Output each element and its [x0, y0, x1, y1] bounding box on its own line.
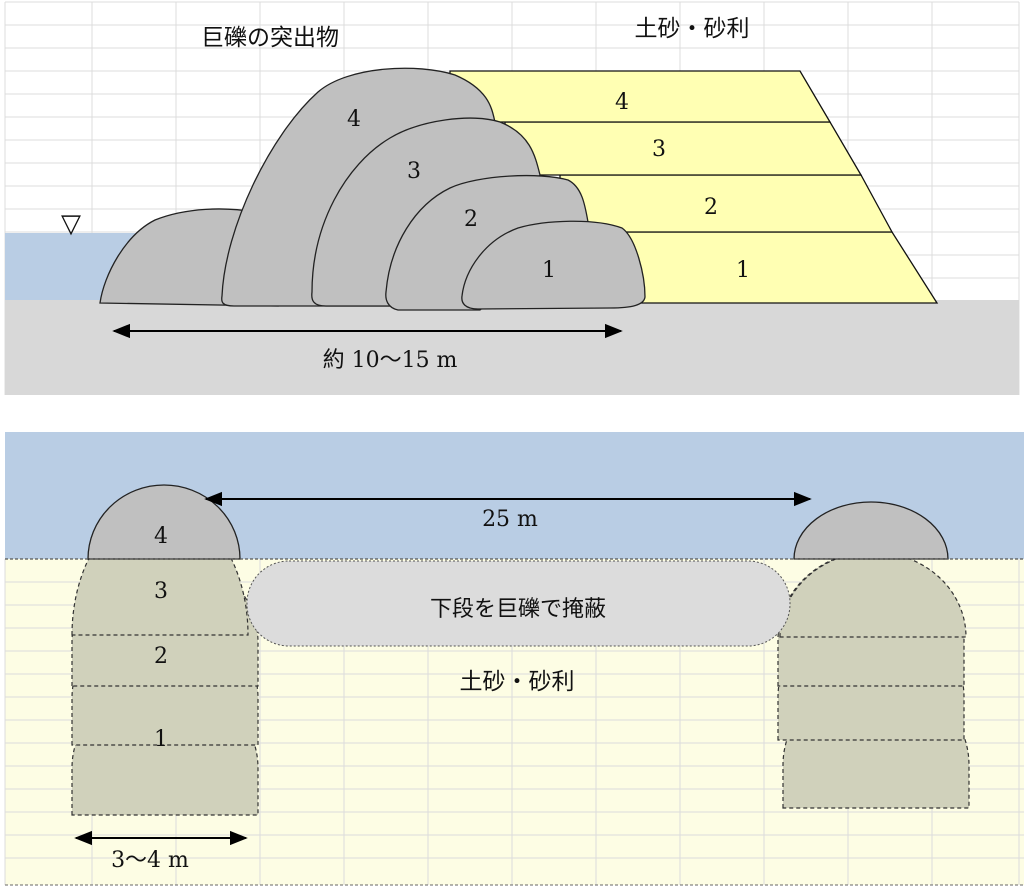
boulder-number-1: 1: [542, 258, 556, 283]
width-dimension-label: 約 10～15 m: [323, 348, 458, 373]
water-level-mark: ▽: [61, 209, 81, 239]
rocks-label: 巨礫の突出物: [201, 25, 339, 51]
sand-layer-3: [504, 121, 863, 176]
sand-layer-1: [609, 231, 939, 304]
left-arch-4-exposed: [87, 484, 241, 560]
span-dimension-label: 25 m: [482, 507, 538, 532]
sand-layers: [449, 70, 939, 304]
cover-label: 下段を巨礫で掩蔽: [430, 597, 606, 622]
boulders: [99, 67, 646, 311]
cover-band: [246, 560, 791, 647]
left-number-4: 4: [154, 524, 168, 549]
right-boulder-stack: [777, 501, 970, 809]
boulder-number-3: 3: [407, 159, 421, 184]
sand-layer-number-2: 2: [704, 195, 718, 220]
boulder-2: [385, 174, 589, 311]
boulder-width-label: 3～4 m: [111, 848, 189, 873]
boulder-1: [461, 220, 646, 310]
top-diagram: ▽ 巨礫の突出物 土砂・砂利 1 2 3 4 1 2 3 4 約 10～15 m: [4, 1, 1020, 395]
sand-label: 土砂・砂利: [635, 16, 750, 42]
sand-layer-2: [559, 174, 894, 233]
bottom-diagram: 下段を巨礫で掩蔽 25 m 土砂・砂利 1 2 3 4 3～4 m: [4, 432, 1024, 886]
ground-area: [5, 300, 1019, 395]
left-number-2: 2: [154, 644, 168, 669]
boulder-number-4: 4: [347, 107, 361, 132]
right-arch-4-exposed: [793, 501, 949, 560]
sand-layer-number-4: 4: [615, 90, 629, 115]
left-number-3: 3: [154, 579, 168, 604]
left-boulder-stack: [71, 484, 259, 816]
sand-layer-number-1: 1: [736, 258, 750, 283]
sand-label-bottom: 土砂・砂利: [460, 669, 575, 695]
left-number-1: 1: [154, 727, 168, 752]
sand-layer-4: [449, 70, 832, 123]
boulder-number-2: 2: [464, 207, 478, 232]
sand-layer-number-3: 3: [652, 137, 666, 162]
